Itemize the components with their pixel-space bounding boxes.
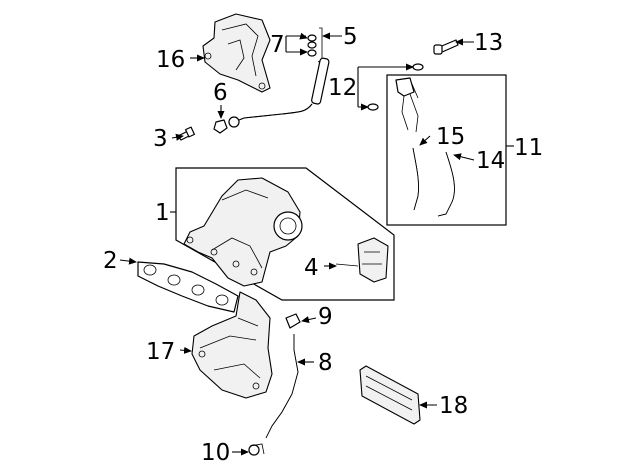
lower-heat-shield-part[interactable] (191, 291, 273, 399)
callout-14: 14 (476, 148, 505, 174)
callout-11: 11 (514, 135, 543, 161)
banjo-bolt-part[interactable] (213, 116, 240, 134)
callout-9: 9 (318, 304, 333, 330)
washer-part[interactable] (307, 34, 317, 57)
coolant-pipe-part[interactable] (412, 147, 419, 211)
oil-return-gasket-part[interactable] (285, 313, 301, 329)
hose-assembly-box (386, 74, 507, 226)
callout-7: 7 (270, 32, 285, 58)
callout-17: 17 (146, 339, 175, 365)
callout-numbers: 1 2 3 4 5 6 7 8 9 10 11 12 13 14 15 16 1… (103, 24, 543, 466)
callout-16: 16 (156, 47, 185, 73)
coolant-hose-part[interactable] (367, 63, 424, 133)
callout-1: 1 (155, 200, 170, 226)
callout-5: 5 (343, 24, 358, 50)
callout-15: 15 (436, 124, 465, 150)
stud-part[interactable] (177, 126, 196, 141)
callout-4: 4 (304, 255, 319, 281)
exhaust-manifold-gasket-part[interactable] (137, 261, 239, 313)
callout-3: 3 (153, 126, 168, 152)
clamp-part[interactable] (248, 443, 265, 456)
callout-leaders (119, 32, 514, 456)
bolt-part[interactable] (433, 39, 459, 55)
callout-2: 2 (103, 248, 118, 274)
callout-10: 10 (201, 440, 230, 466)
callout-18: 18 (439, 393, 468, 419)
bracket-part[interactable] (359, 365, 421, 425)
callout-12: 12 (328, 75, 357, 101)
upper-heat-shield-part[interactable] (202, 13, 271, 93)
oil-return-line-part[interactable] (265, 334, 299, 439)
turbocharger-part[interactable] (183, 177, 303, 287)
wastegate-actuator-part[interactable] (335, 237, 389, 283)
oil-feed-line-part[interactable] (233, 27, 330, 123)
callout-13: 13 (474, 30, 503, 56)
callout-8: 8 (318, 350, 333, 376)
callout-6: 6 (213, 80, 228, 106)
return-pipe-part[interactable] (437, 151, 455, 217)
turbocharger-box (175, 167, 395, 301)
